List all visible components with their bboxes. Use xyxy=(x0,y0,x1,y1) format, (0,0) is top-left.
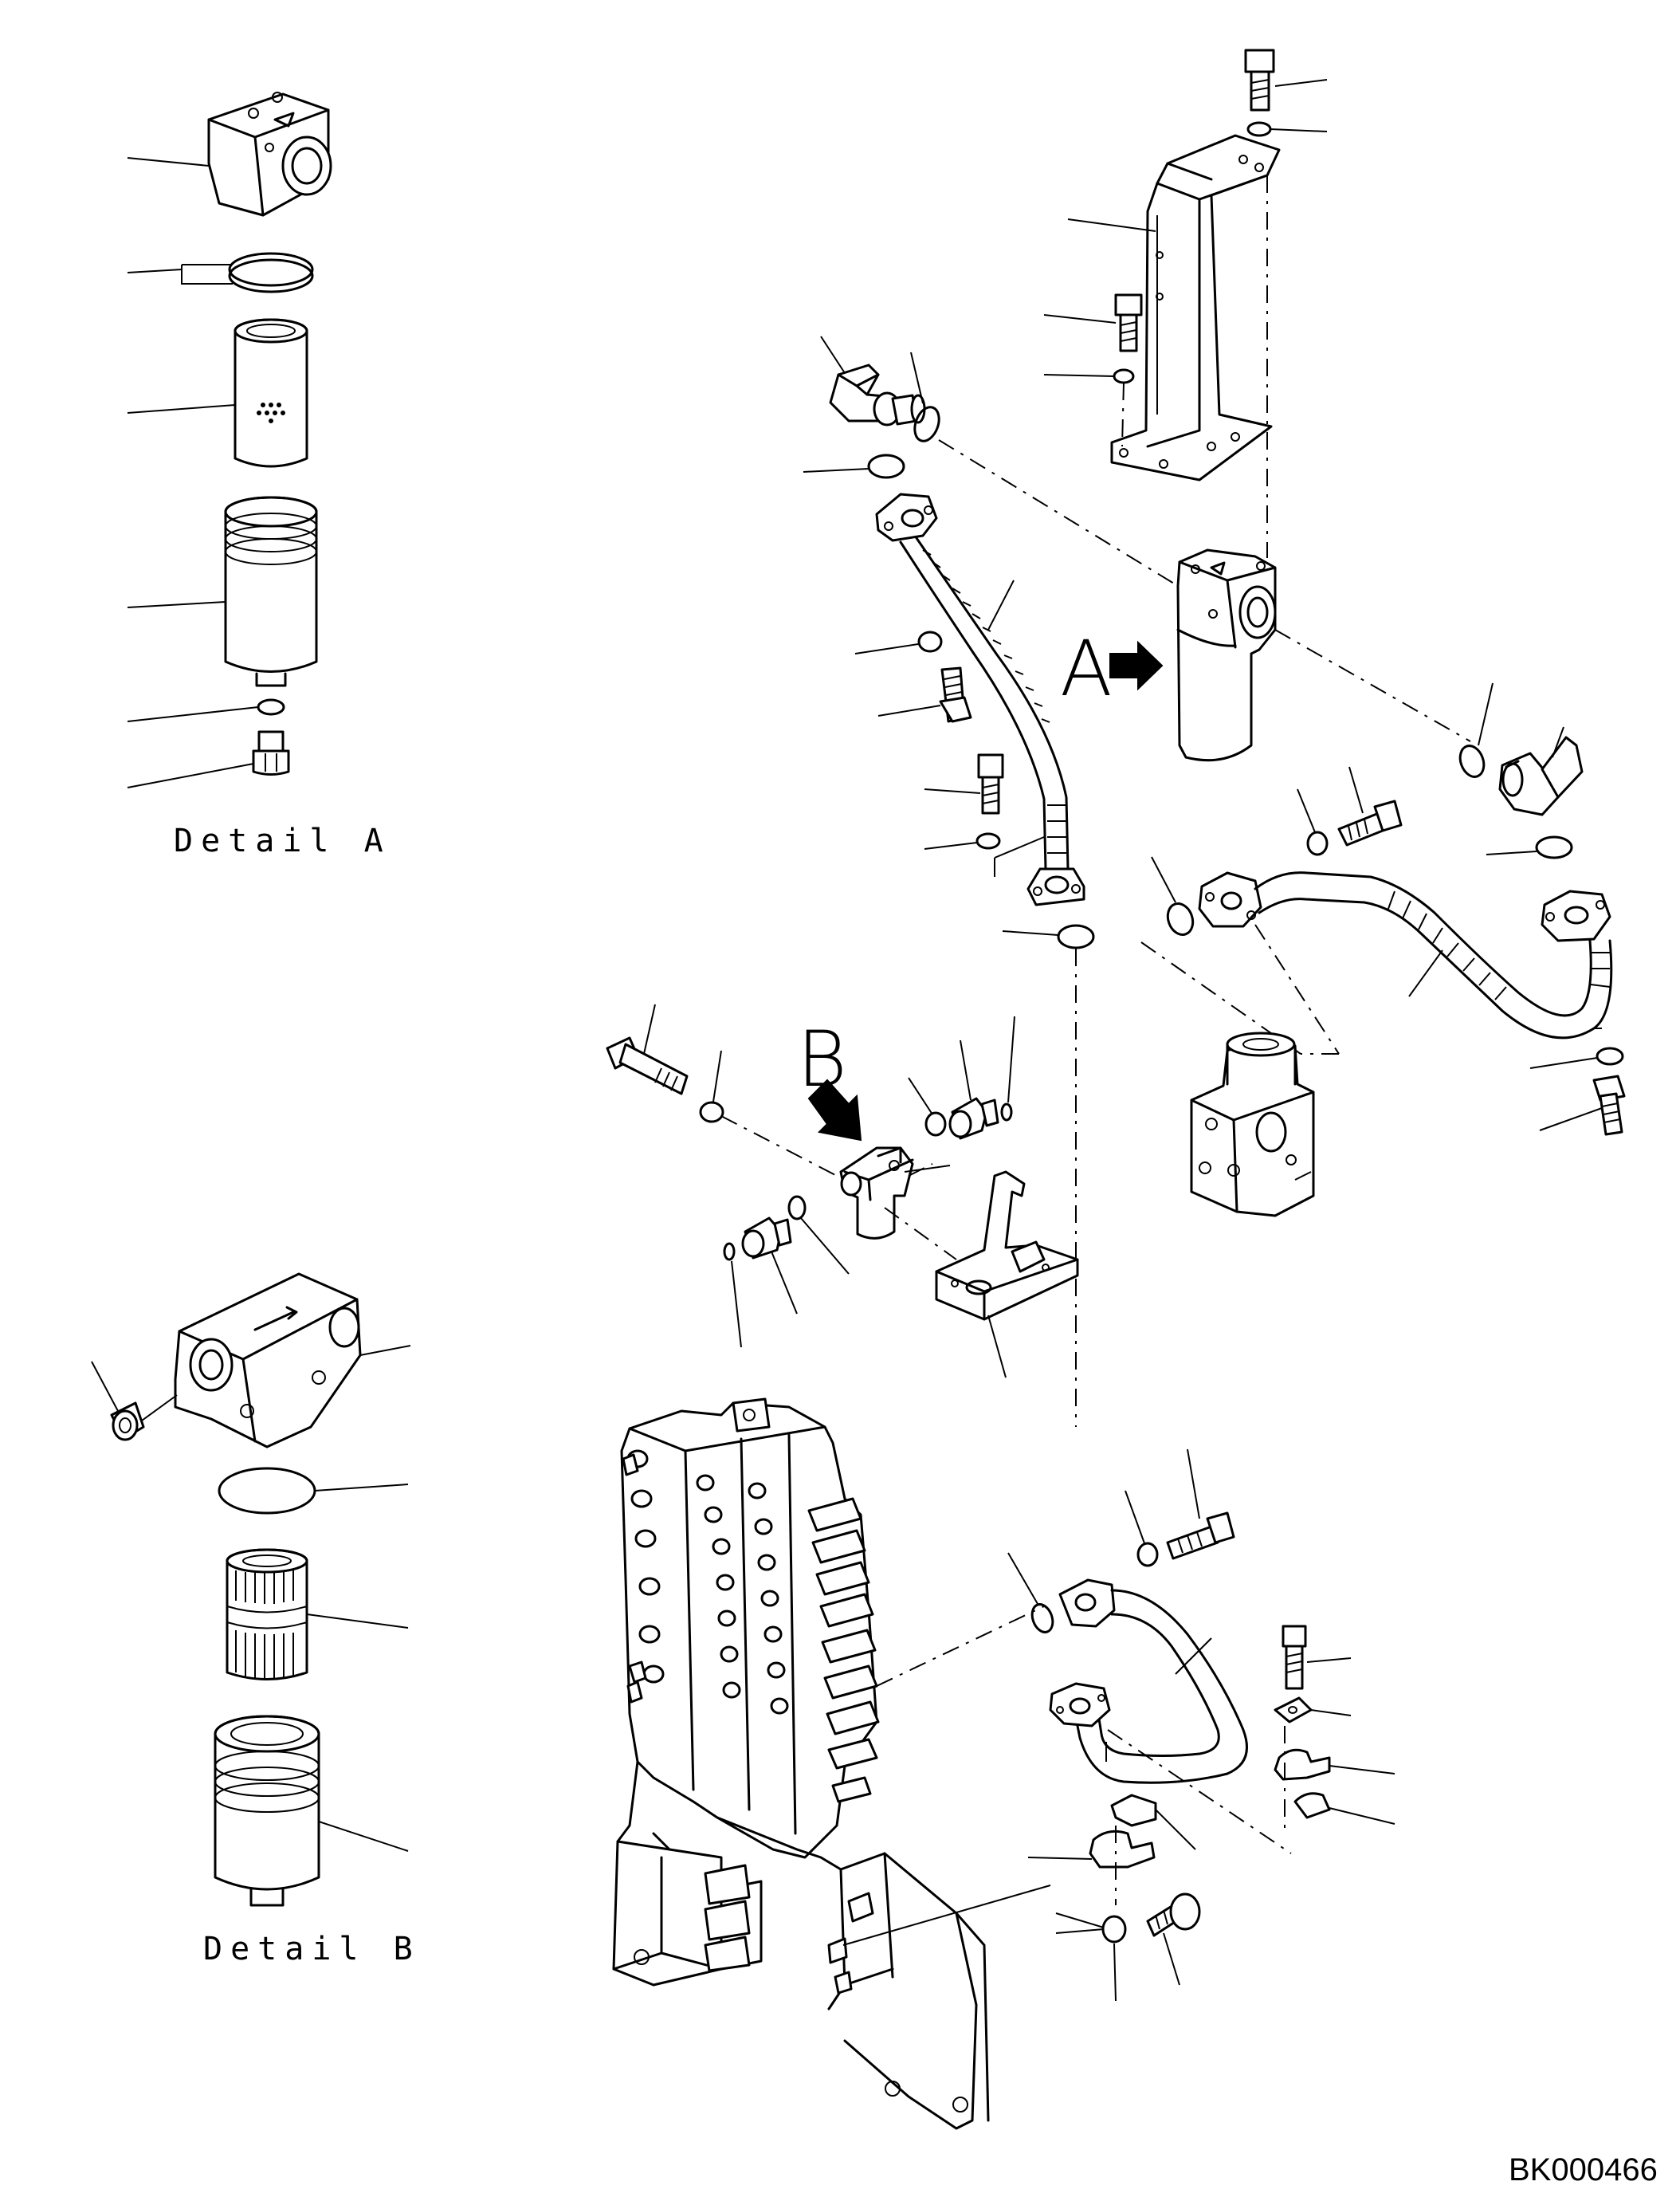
bolt xyxy=(1592,1075,1626,1136)
clamp-plate-right xyxy=(1274,1696,1313,1723)
o-ring xyxy=(1166,902,1195,936)
hose-right xyxy=(1198,871,1613,1040)
valve-ports xyxy=(626,1449,789,1715)
o-ring xyxy=(787,1195,807,1220)
bracket-upper xyxy=(1110,134,1281,481)
o-ring xyxy=(913,406,940,442)
clamp-lower xyxy=(1089,1794,1157,1869)
elbow-fitting-upper xyxy=(829,364,926,426)
bolt xyxy=(939,666,972,723)
o-ring xyxy=(1057,924,1095,949)
detail-b-filter-head xyxy=(174,1272,362,1448)
bolt-top xyxy=(1244,49,1275,112)
washer xyxy=(1306,831,1329,856)
bracket-b xyxy=(935,1170,1079,1321)
detail-b-group xyxy=(91,1272,411,1907)
detail-b-filter-element xyxy=(226,1548,308,1680)
leader-line xyxy=(127,157,210,167)
detail-a-caption: Detail A xyxy=(174,823,391,859)
detail-b-plug xyxy=(110,1401,145,1441)
bolt-mid xyxy=(1114,293,1143,352)
adapter-fitting-lower xyxy=(741,1216,792,1260)
detail-a-o-ring xyxy=(228,252,314,293)
detail-a-small-o-ring xyxy=(257,698,285,716)
tube-upper xyxy=(875,493,1085,906)
valve-block xyxy=(1190,1032,1315,1217)
o-ring xyxy=(1458,745,1486,778)
detail-b-caption: Detail B xyxy=(203,1931,421,1967)
o-ring xyxy=(1030,1603,1054,1633)
washer xyxy=(1101,1915,1127,1944)
clamp-halves-right xyxy=(1274,1748,1331,1819)
drawing-code: BK000466 xyxy=(1509,2152,1658,2187)
long-bolt xyxy=(606,1036,689,1095)
valve-mount-frame xyxy=(612,1760,990,2130)
line-filter-a xyxy=(1176,548,1277,762)
detail-a-filter-case xyxy=(224,496,318,687)
view-a-arrow-icon xyxy=(1109,640,1164,691)
view-b-arrow-icon xyxy=(807,1079,862,1142)
bolt-bottom xyxy=(1146,1892,1201,1937)
clamp-bolt-right xyxy=(1282,1625,1307,1690)
o-ring xyxy=(924,1111,947,1137)
washer xyxy=(1246,121,1272,137)
bolt xyxy=(1166,1511,1235,1560)
washer xyxy=(1136,1542,1159,1567)
detail-b-filter-case xyxy=(214,1715,320,1907)
view-a-letter: A xyxy=(1060,624,1113,713)
detail-a-filter-element xyxy=(234,318,308,468)
washer xyxy=(917,631,943,653)
bolt xyxy=(1337,800,1403,847)
elbow-fitting-right xyxy=(1498,736,1584,816)
detail-a-group xyxy=(127,92,332,788)
inline-filter-b xyxy=(839,1146,914,1240)
detail-b-o-ring xyxy=(218,1467,316,1515)
tube-lower xyxy=(1049,1578,1248,1784)
valve-spools xyxy=(807,1497,880,1803)
bolt xyxy=(977,753,1004,815)
adapter-fitting xyxy=(948,1097,999,1140)
detail-a-drain-plug xyxy=(252,730,290,776)
detail-a-filter-head xyxy=(207,92,332,217)
control-valve xyxy=(620,1397,880,1859)
